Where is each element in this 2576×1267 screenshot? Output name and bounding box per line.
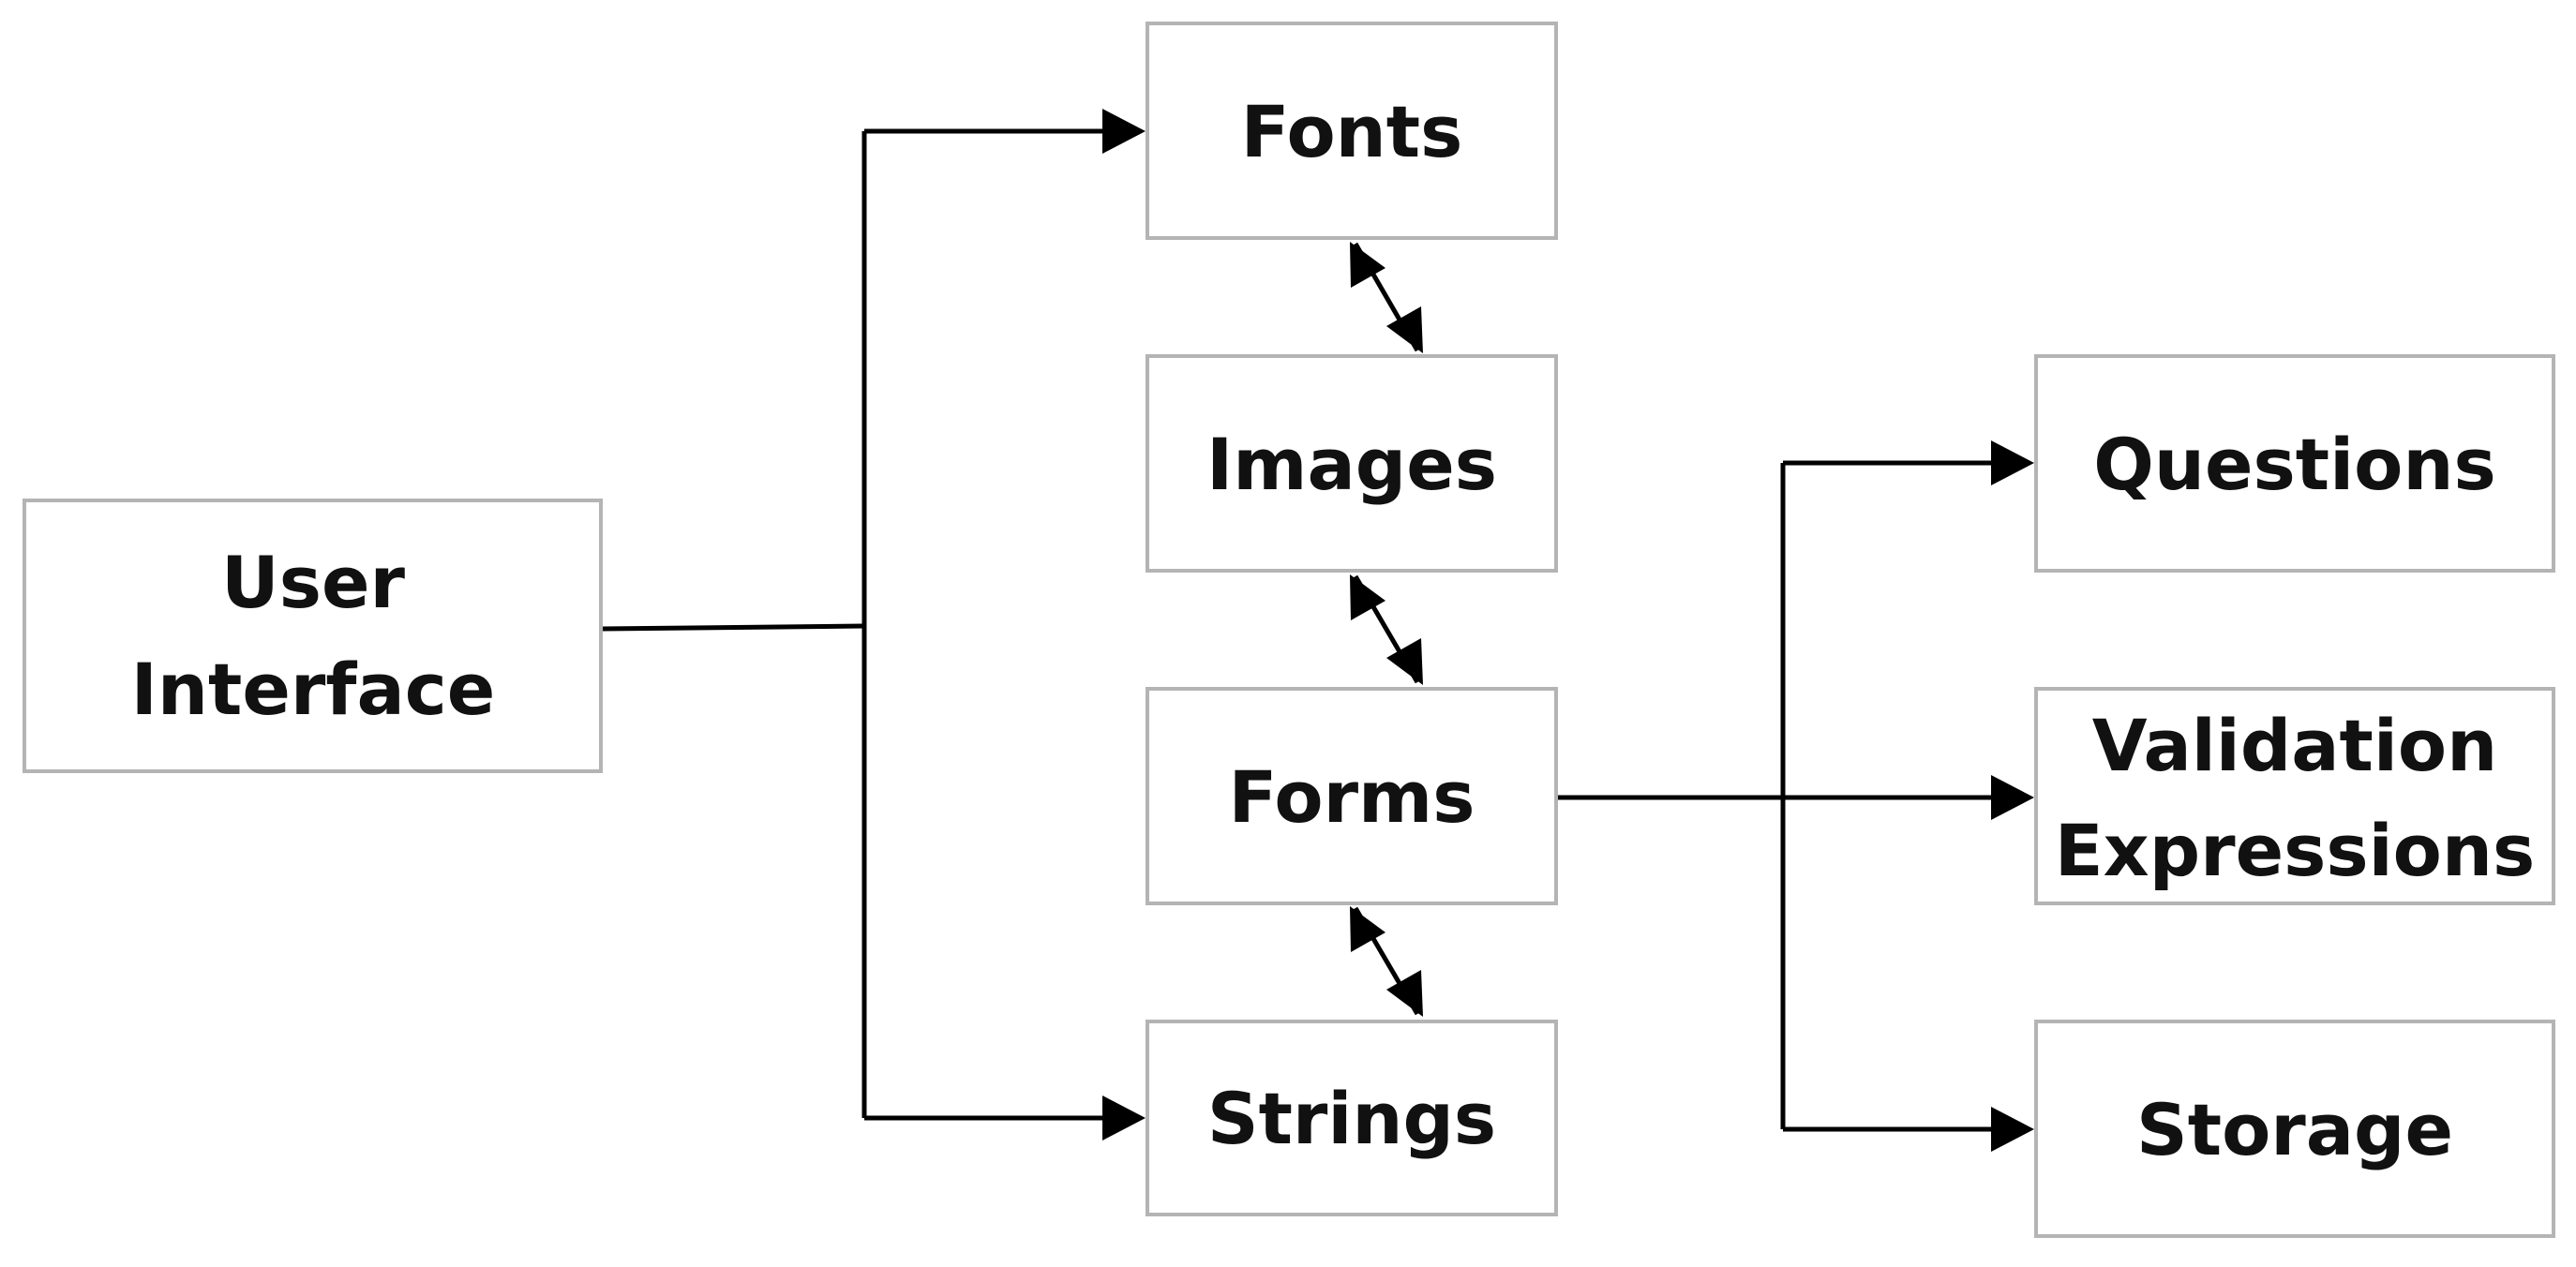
node-user-interface-label-line1: User <box>221 541 405 624</box>
node-user-interface-label-line2: Interface <box>131 648 496 731</box>
node-images-label: Images <box>1206 423 1497 506</box>
arrowhead-forms-strings-bottom <box>1386 970 1423 1017</box>
node-images: Images <box>1146 354 1558 573</box>
arrowhead-images-forms-top <box>1350 574 1385 620</box>
node-storage: Storage <box>2034 1020 2555 1238</box>
node-fonts-label: Fonts <box>1241 90 1463 173</box>
node-questions-label: Questions <box>2093 423 2495 506</box>
node-forms-label: Forms <box>1229 755 1475 839</box>
connectors <box>601 109 2034 1152</box>
arrowhead-fonts-images-top <box>1350 242 1385 288</box>
node-strings: Strings <box>1146 1020 1558 1216</box>
arrowhead-forms-strings-top <box>1350 906 1385 952</box>
node-user-interface: User Interface <box>22 499 603 773</box>
arrowhead-validation-expressions <box>1991 775 2034 820</box>
node-validation-expressions: Validation Expressions <box>2034 687 2555 905</box>
arrowhead-fonts <box>1102 109 1146 154</box>
arrowhead-questions <box>1991 440 2034 485</box>
node-storage-label: Storage <box>2136 1088 2453 1171</box>
arrowhead-images-forms-bottom <box>1386 638 1423 685</box>
node-questions: Questions <box>2034 354 2555 573</box>
node-fonts: Fonts <box>1146 22 1558 240</box>
node-forms: Forms <box>1146 687 1558 905</box>
node-validation-expressions-label-line1: Validation <box>2092 704 2497 787</box>
arrowhead-fonts-images-bottom <box>1386 306 1423 353</box>
node-strings-label: Strings <box>1207 1077 1496 1160</box>
edge-user-interface-trunk <box>601 623 865 632</box>
arrowhead-storage <box>1991 1107 2034 1152</box>
arrowhead-strings <box>1102 1096 1146 1140</box>
node-validation-expressions-label-line2: Expressions <box>2055 809 2535 892</box>
